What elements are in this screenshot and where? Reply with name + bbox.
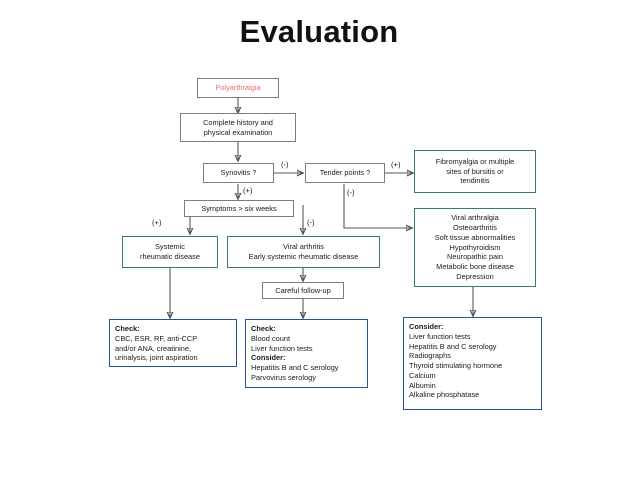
node-check-middle-heading-2: Consider: bbox=[251, 353, 286, 363]
node-systemic-line-2: rheumatic disease bbox=[140, 252, 200, 261]
node-polyarthralgia-label: Polyarthralgia bbox=[215, 83, 261, 93]
node-consider-right-line-4: Thyroid stimulating hormone bbox=[409, 361, 503, 371]
node-synovitis-label: Synovitis ? bbox=[220, 168, 257, 178]
edge-label-symptoms-positive: (+) bbox=[152, 218, 162, 227]
node-check-left-line-1: CBC, ESR, RF, anti-CCP bbox=[115, 333, 198, 343]
node-check-middle: Check: Blood count Liver function tests … bbox=[245, 319, 368, 388]
node-consider-right-line-7: Alkaline phosphatase bbox=[409, 390, 480, 400]
node-differential-line-5: Neuropathic pain bbox=[447, 252, 503, 262]
node-systemic-rheumatic-disease: Systemic rheumatic disease bbox=[122, 236, 218, 268]
node-complete-history: Complete history and physical examinatio… bbox=[180, 113, 296, 142]
node-careful-follow-up-label: Careful follow-up bbox=[275, 285, 331, 295]
node-careful-follow-up: Careful follow-up bbox=[262, 282, 344, 299]
edge-label-synovitis-negative: (-) bbox=[281, 160, 289, 169]
node-check-left-line-3: urinalysis, joint aspiration bbox=[115, 353, 198, 363]
node-check-left-heading: Check: bbox=[115, 324, 140, 333]
node-fibromyalgia: Fibromyalgia or multiple sites of bursit… bbox=[414, 150, 536, 193]
node-differential-line-2: Osteoarthritis bbox=[453, 223, 497, 233]
node-differential-line-4: Hypothyroidism bbox=[449, 242, 501, 252]
node-consider-right-line-3: Radiographs bbox=[409, 351, 451, 361]
node-differential-line-7: Depression bbox=[456, 271, 494, 281]
node-tender-points-label: Tender points ? bbox=[319, 168, 371, 178]
node-check-left-line-2: and/or ANA, creatinine, bbox=[115, 343, 192, 353]
node-viral-arthritis-line-1: Viral arthritis bbox=[283, 242, 324, 252]
node-fibromyalgia-line-2: sites of bursitis or bbox=[446, 166, 504, 176]
node-fibromyalgia-line-1: Fibromyalgia or multiple bbox=[435, 156, 515, 166]
node-check-middle-line-3: Hepatitis B and C serology bbox=[251, 363, 339, 373]
node-viral-arthritis: Viral arthritis Early systemic rheumatic… bbox=[227, 236, 380, 268]
node-check-middle-line-2: Liver function tests bbox=[251, 343, 313, 353]
page-title: Evaluation bbox=[239, 14, 399, 49]
node-symptoms-label: Symptoms > six weeks bbox=[201, 203, 277, 213]
node-differential-diagnoses: Viral arthralgia Osteoarthritis Soft tis… bbox=[414, 208, 536, 287]
node-symptoms-six-weeks: Symptoms > six weeks bbox=[184, 200, 294, 217]
edge-label-synovitis-positive: (+) bbox=[243, 186, 253, 195]
node-check-middle-heading-1: Check: bbox=[251, 324, 276, 333]
node-consider-right: Consider: Liver function tests Hepatitis… bbox=[403, 317, 542, 410]
edge-label-symptoms-negative: (-) bbox=[307, 218, 315, 227]
node-differential-line-6: Metabolic bone disease bbox=[436, 262, 514, 272]
node-consider-right-line-1: Liver function tests bbox=[409, 331, 471, 341]
node-viral-arthritis-line-2: Early systemic rheumatic disease bbox=[248, 252, 359, 261]
node-synovitis: Synovitis ? bbox=[203, 163, 274, 183]
node-tender-points: Tender points ? bbox=[305, 163, 385, 183]
node-history-line-1: Complete history and bbox=[203, 117, 273, 127]
edge-label-tender-positive: (+) bbox=[391, 160, 401, 169]
node-consider-right-line-2: Hepatitis B and C serology bbox=[409, 341, 497, 351]
node-check-middle-line-4: Parvovirus serology bbox=[251, 372, 316, 382]
node-check-middle-line-1: Blood count bbox=[251, 333, 291, 343]
node-fibromyalgia-line-3: tendinitis bbox=[460, 176, 490, 186]
node-check-left: Check: CBC, ESR, RF, anti-CCP and/or ANA… bbox=[109, 319, 237, 367]
node-differential-line-3: Soft tissue abnormalities bbox=[434, 232, 516, 242]
node-history-line-2: physical examination bbox=[203, 127, 273, 137]
node-consider-right-line-6: Albumin bbox=[409, 380, 436, 390]
node-consider-right-line-5: Calcium bbox=[409, 370, 436, 380]
node-systemic-line-1: Systemic bbox=[155, 242, 185, 252]
node-differential-line-1: Viral arthralgia bbox=[451, 213, 499, 223]
node-polyarthralgia: Polyarthralgia bbox=[197, 78, 279, 98]
node-consider-right-heading: Consider: bbox=[409, 322, 444, 331]
edge-label-tender-negative: (-) bbox=[347, 188, 355, 197]
